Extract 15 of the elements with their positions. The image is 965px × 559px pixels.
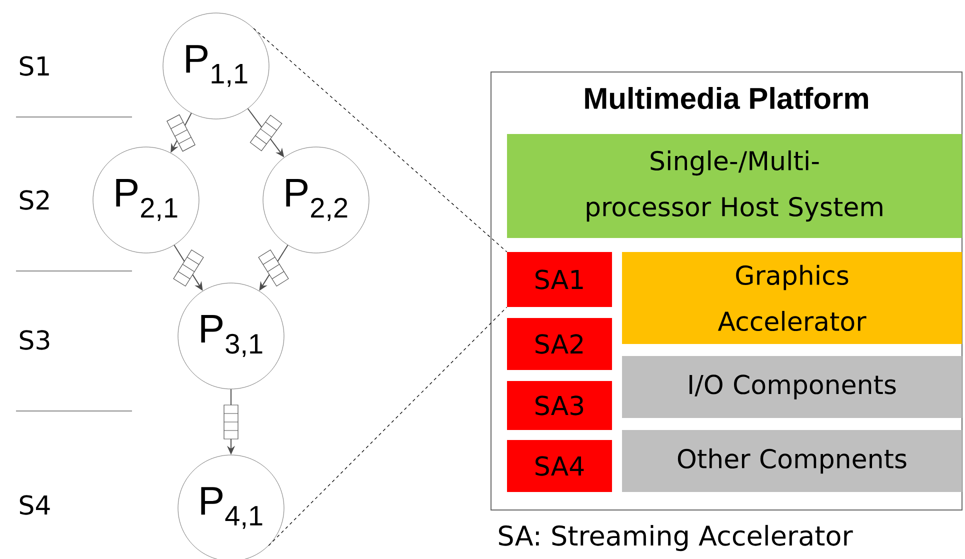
stage-label: S3 (20, 330, 50, 350)
connector-line (253, 28, 508, 252)
component-box: Single-/Multi-processor Host System (507, 134, 962, 238)
stage-label: S1 (20, 56, 49, 76)
component-box: Graphics Accelerator (622, 252, 962, 344)
note-text: SA: Streaming Accelerator (499, 524, 853, 552)
component-box: SA4 (507, 440, 612, 492)
stage-label: S4 (20, 495, 50, 515)
component-box: SA1 (507, 252, 612, 307)
component-box: Other Compnents (622, 430, 962, 492)
component-box: SA3 (507, 381, 612, 430)
stage-label: S2 (20, 190, 49, 210)
connector-line (268, 306, 508, 546)
component-box: SA2 (507, 318, 612, 370)
component-box: I/O Components (622, 356, 962, 418)
